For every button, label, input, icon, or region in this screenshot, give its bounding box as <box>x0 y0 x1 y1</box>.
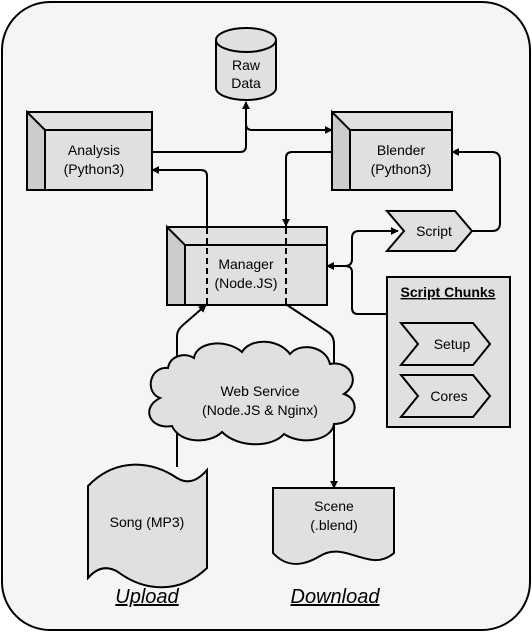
web-service-label-1: Web Service <box>220 383 299 399</box>
raw-data-label-2: Data <box>231 75 261 91</box>
blender-label-1: Blender <box>377 142 426 158</box>
web-service-cloud: Web Service (Node.JS & Nginx) <box>148 340 356 446</box>
download-caption: Download <box>291 586 381 608</box>
connector-script-blender <box>451 148 501 232</box>
script-node: Script <box>384 210 474 252</box>
raw-data-label-1: Raw <box>232 57 261 73</box>
manager-node: Manager (Node.JS) <box>166 224 328 306</box>
song-node: Song (MP3) <box>87 463 208 589</box>
connector-song-manager <box>176 304 207 467</box>
blender-node: Blender (Python3) <box>331 109 453 191</box>
connector-manager-scene <box>286 304 338 489</box>
chunk-setup: Setup <box>398 322 492 366</box>
manager-label-1: Manager <box>218 256 274 272</box>
scene-label-1: Scene <box>314 498 354 514</box>
web-service-label-2: (Node.JS & Nginx) <box>202 402 318 418</box>
song-label: Song (MP3) <box>110 514 185 530</box>
scene-label-2: (.blend) <box>310 517 357 533</box>
script-chunks-title: Script Chunks <box>401 284 496 300</box>
chunk-setup-label: Setup <box>434 336 471 352</box>
analysis-label-1: Analysis <box>68 142 120 158</box>
raw-data-node: Raw Data <box>215 27 277 101</box>
connector-analysis-raw-data <box>152 101 250 153</box>
analysis-node: Analysis (Python3) <box>26 109 153 191</box>
connector-chunks-manager <box>326 262 387 315</box>
upload-caption: Upload <box>115 586 179 608</box>
blender-label-2: (Python3) <box>371 161 432 177</box>
connector-blender-manager <box>282 151 332 227</box>
script-label: Script <box>416 223 452 239</box>
chunk-cores-label: Cores <box>430 388 467 404</box>
connector-raw-data-blender <box>245 102 333 134</box>
connector-manager-analysis <box>151 166 208 228</box>
analysis-label-2: (Python3) <box>64 161 125 177</box>
chunk-cores: Cores <box>398 374 492 418</box>
script-chunks-panel: Script Chunks Setup Cores <box>386 276 511 428</box>
manager-label-2: (Node.JS) <box>214 275 277 291</box>
scene-node: Scene (.blend) <box>272 487 395 565</box>
connectors <box>151 101 501 489</box>
